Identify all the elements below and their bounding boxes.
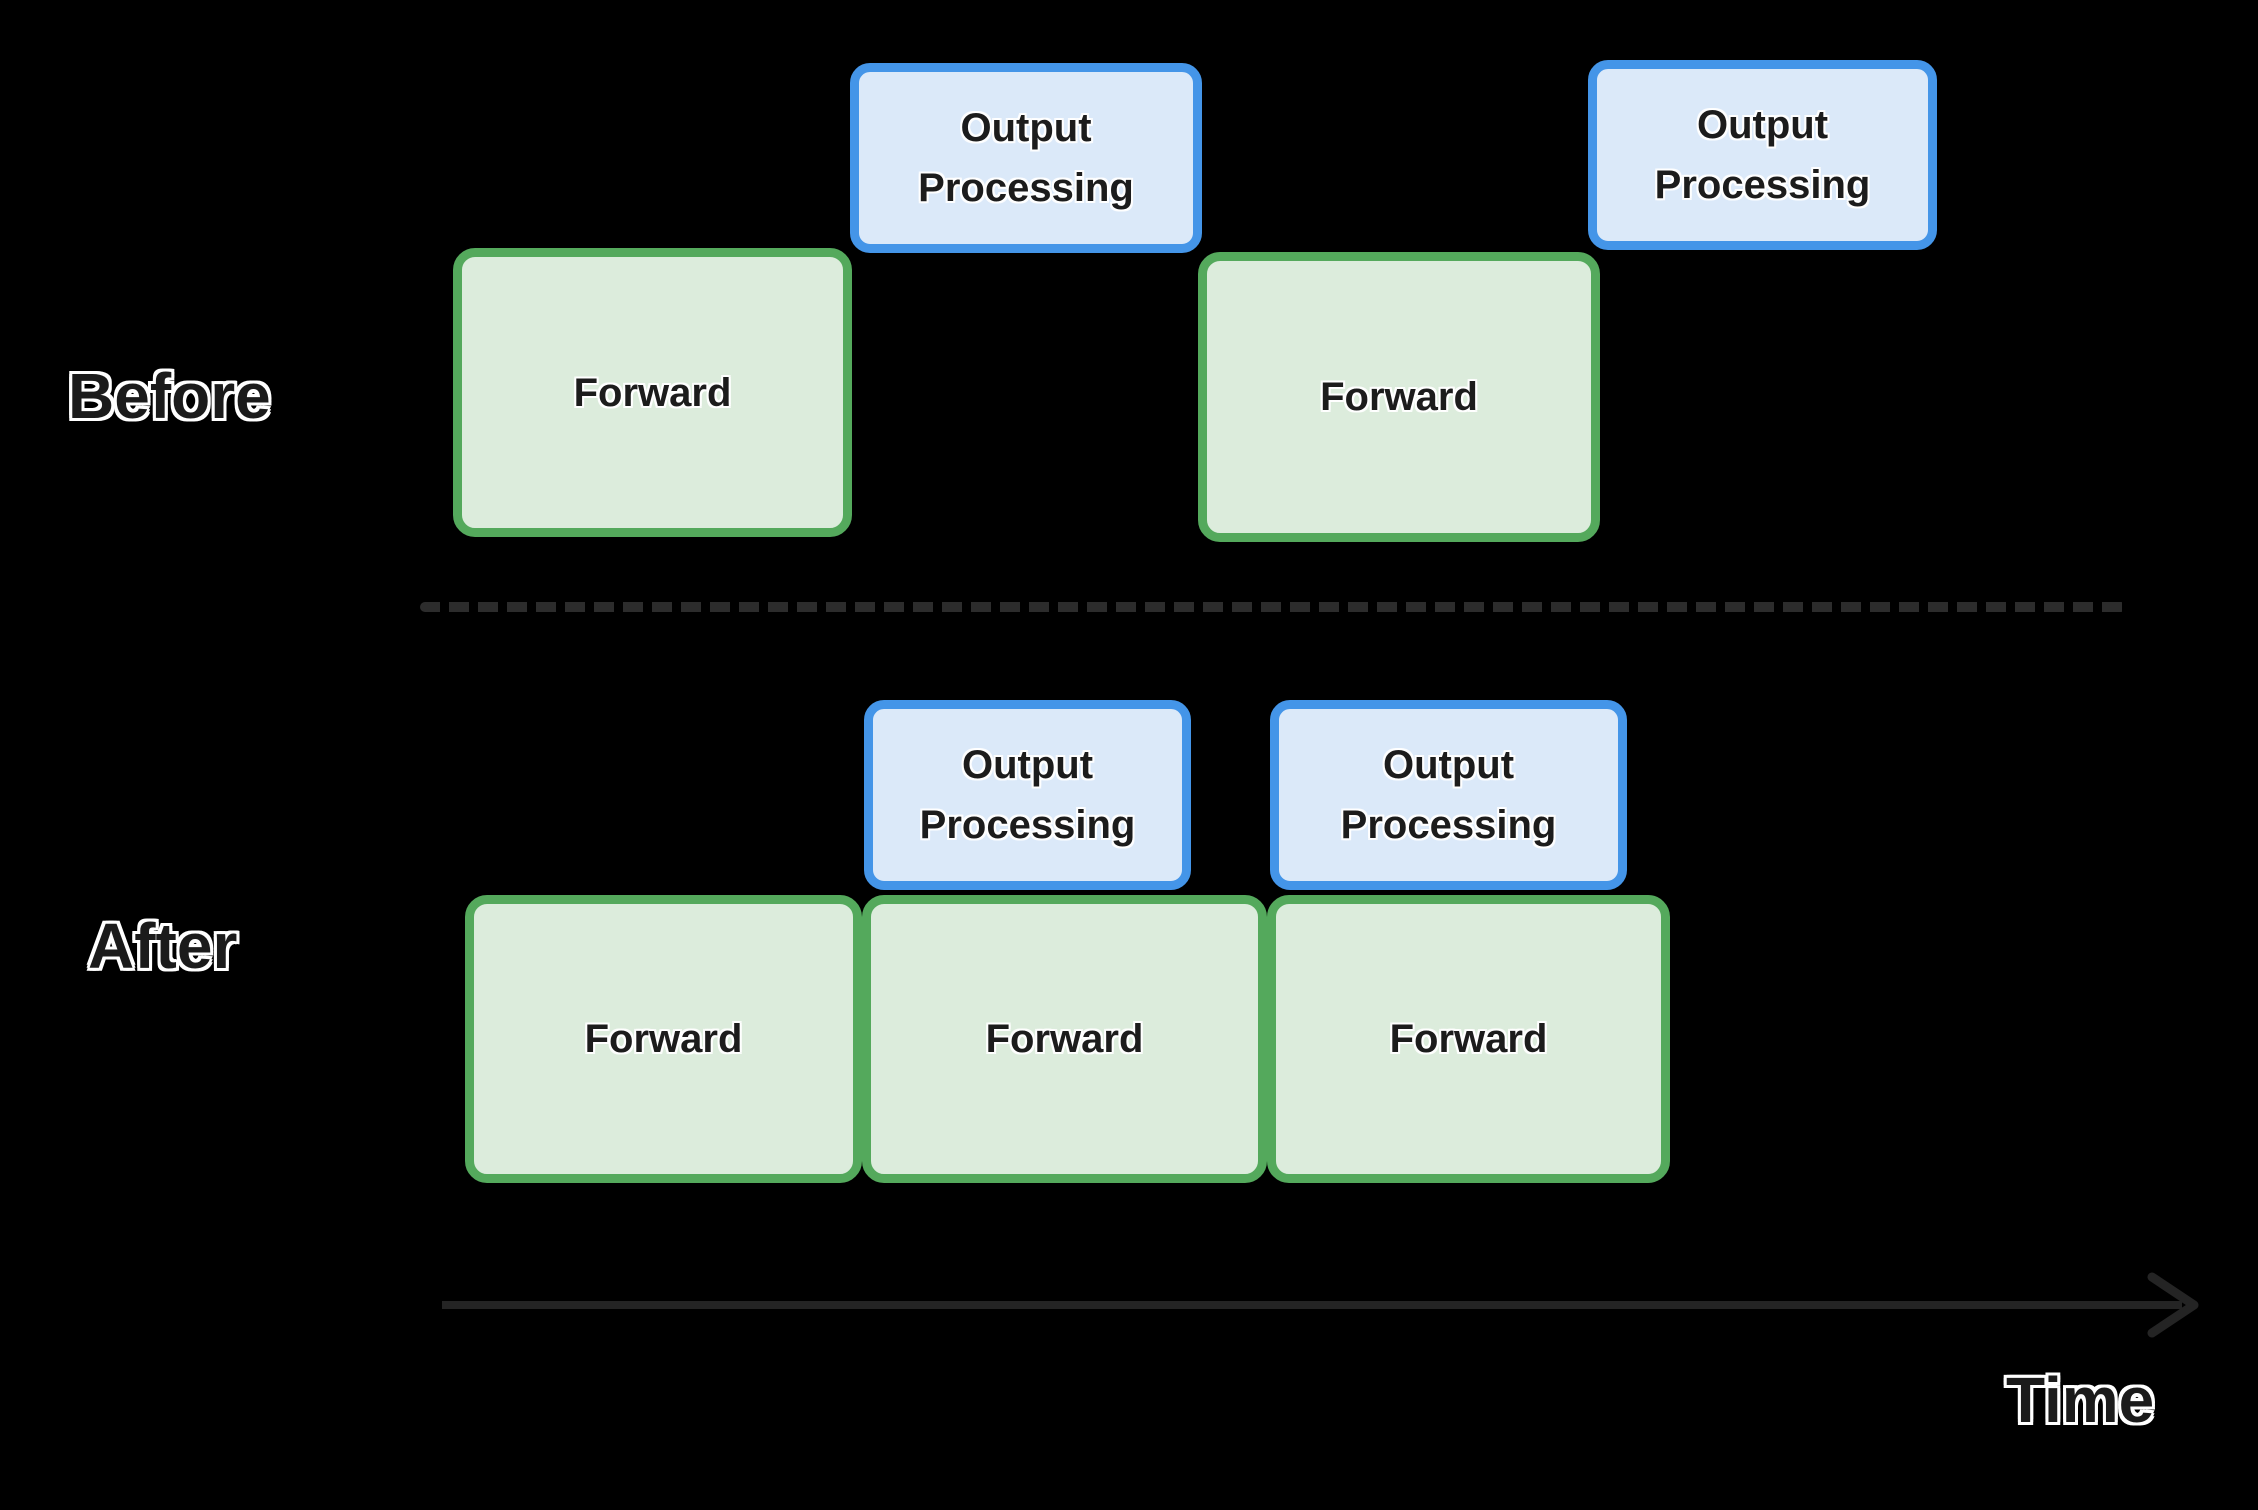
time-axis-arrow [442, 1272, 2199, 1338]
after-output-processing-box-1: Output Processing [864, 700, 1191, 890]
box-label: Output Processing [1654, 103, 1871, 207]
box-label: Forward [985, 1017, 1144, 1061]
before-output-processing-box-1: Output Processing [850, 63, 1202, 253]
box-label: Output Processing [918, 106, 1134, 210]
box-label: Output Processing [1340, 743, 1557, 847]
box-label: Output Processing [919, 743, 1136, 847]
box-label: Forward [1389, 1017, 1548, 1061]
before-forward-box-1: Forward [453, 248, 852, 537]
before-output-processing-box-2: Output Processing [1588, 60, 1937, 250]
after-forward-box-2: Forward [862, 895, 1267, 1183]
after-forward-box-3: Forward [1267, 895, 1670, 1183]
before-section-label: Before [68, 360, 271, 432]
box-label: Forward [573, 370, 732, 415]
time-label: Time [2006, 1364, 2155, 1436]
box-label: Forward [1320, 375, 1478, 419]
after-forward-box-1: Forward [465, 895, 862, 1183]
before-after-divider [420, 602, 2126, 612]
after-output-processing-box-2: Output Processing [1270, 700, 1627, 890]
after-section-label: After [88, 910, 238, 982]
box-label: Forward [584, 1017, 743, 1061]
time-axis-arrowhead-icon [2147, 1272, 2199, 1338]
before-forward-box-2: Forward [1198, 252, 1600, 542]
